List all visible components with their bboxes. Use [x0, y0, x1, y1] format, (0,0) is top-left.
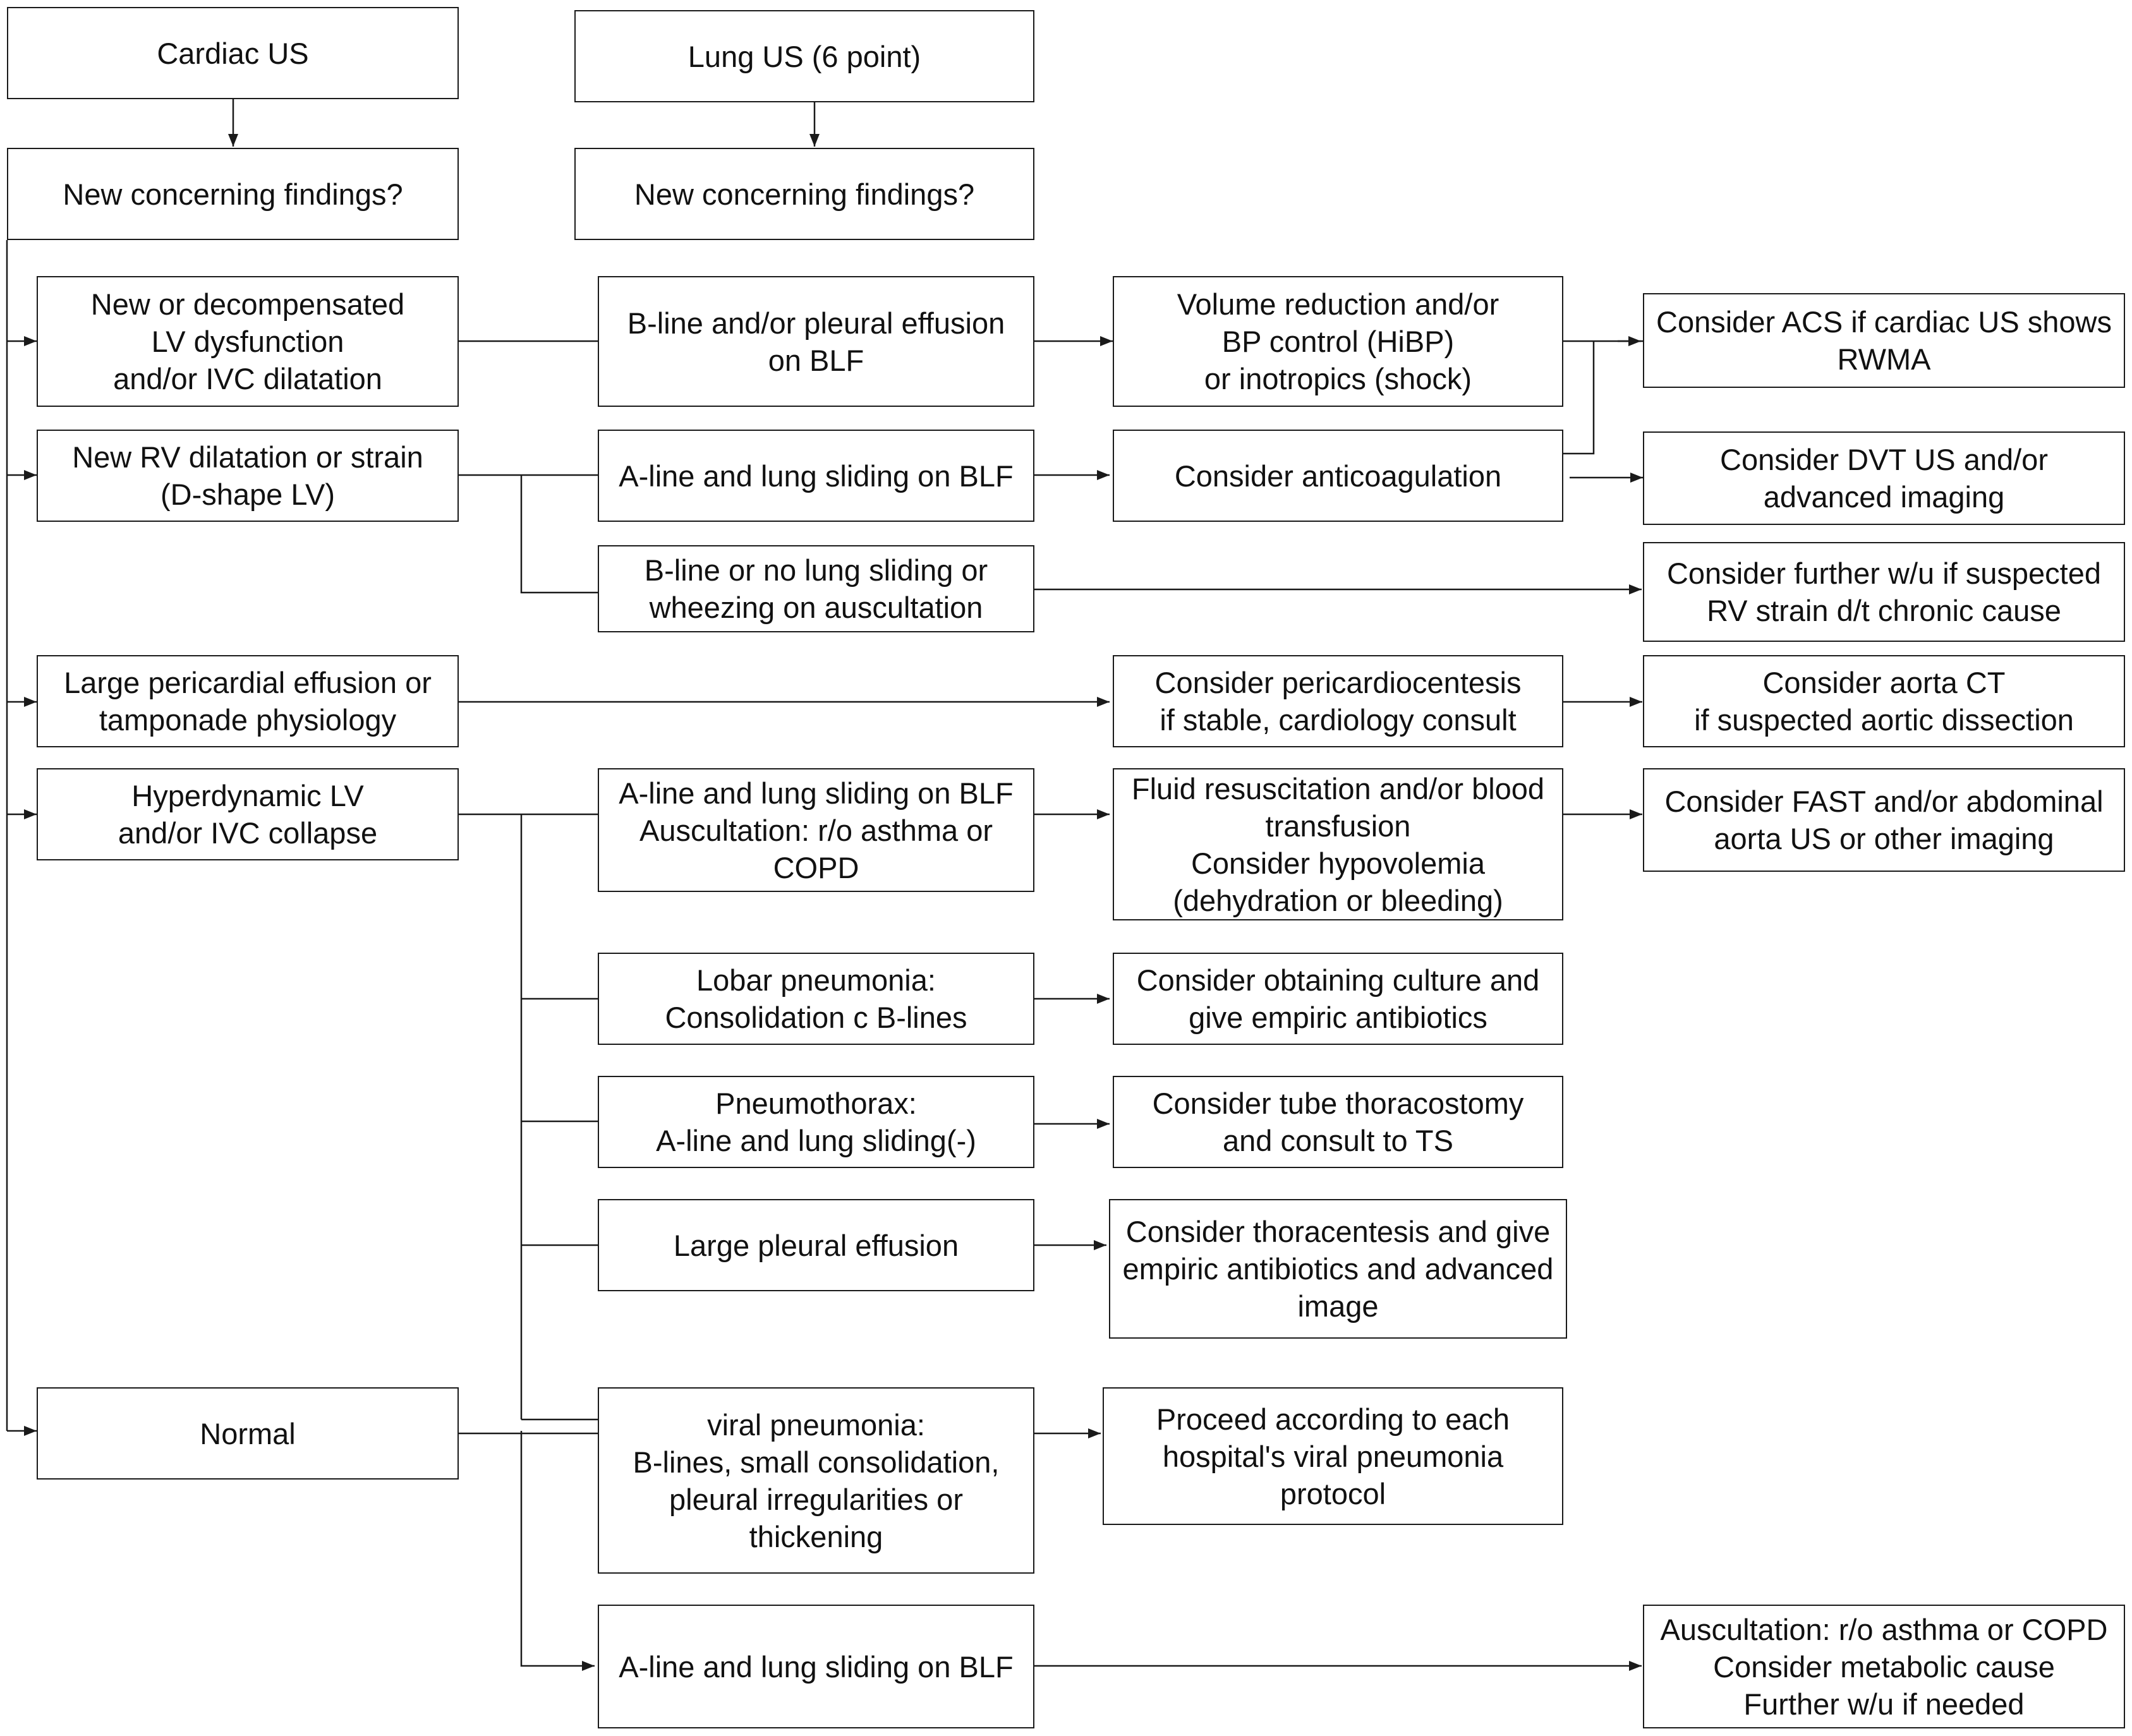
- acs-box: Consider ACS if cardiac US shows RWMA: [1643, 293, 2125, 388]
- edge-normal-to-aline-bottom: [520, 1431, 595, 1671]
- lv-dysfunction-box: New or decompensated LV dysfunction and/…: [37, 276, 459, 407]
- node-label: Normal: [200, 1416, 296, 1450]
- normal-box: Normal: [37, 1387, 459, 1480]
- node-label: B-line or no lung sliding or wheezing on…: [644, 553, 988, 624]
- node-label: New concerning findings?: [63, 177, 403, 211]
- node-label: New or decompensated LV dysfunction and/…: [90, 287, 405, 395]
- node-label: Fluid resuscitation and/or blood transfu…: [1131, 771, 1545, 917]
- viral-protocol-box: Proceed according to each hospital's vir…: [1103, 1387, 1563, 1525]
- bline-no-sliding-box: B-line or no lung sliding or wheezing on…: [598, 545, 1034, 632]
- fluid-resuscitation-box: Fluid resuscitation and/or blood transfu…: [1113, 768, 1563, 920]
- tube-thoracostomy-box: Consider tube thoracostomy and consult t…: [1113, 1076, 1563, 1168]
- culture-antibiotics-box: Consider obtaining culture and give empi…: [1113, 953, 1563, 1045]
- node-label: Large pericardial effusion or tamponade …: [64, 666, 432, 737]
- metabolic-cause-box: Auscultation: r/o asthma or COPD Conside…: [1643, 1605, 2125, 1728]
- dvt-us-box: Consider DVT US and/or advanced imaging: [1643, 431, 2125, 525]
- aorta-ct-box: Consider aorta CT if suspected aortic di…: [1643, 655, 2125, 747]
- pericardiocentesis-box: Consider pericardiocentesis if stable, c…: [1113, 655, 1563, 747]
- aline-sliding-rv-box: A-line and lung sliding on BLF: [598, 430, 1034, 522]
- node-label: New RV dilatation or strain (D-shape LV): [72, 440, 423, 511]
- edge-junction-acs: [1563, 341, 1595, 455]
- node-label: Consider further w/u if suspected RV str…: [1666, 557, 2102, 627]
- pneumothorax-box: Pneumothorax: A-line and lung sliding(-): [598, 1076, 1034, 1168]
- viral-pneumonia-box: viral pneumonia: B-lines, small consolid…: [598, 1387, 1034, 1574]
- cardiac-findings-box: New concerning findings?: [7, 148, 459, 240]
- node-label: Large pleural effusion: [673, 1228, 959, 1262]
- bline-effusion-box: B-line and/or pleural effusion on BLF: [598, 276, 1034, 407]
- lobar-pneumonia-box: Lobar pneumonia: Consolidation c B-lines: [598, 953, 1034, 1045]
- node-label: A-line and lung sliding on BLF: [619, 1649, 1014, 1684]
- anticoagulation-box: Consider anticoagulation: [1113, 430, 1563, 522]
- node-label: Consider FAST and/or abdominal aorta US …: [1664, 785, 2104, 855]
- node-label: Cardiac US: [157, 36, 309, 70]
- volume-reduction-box: Volume reduction and/or BP control (HiBP…: [1113, 276, 1563, 407]
- node-label: Auscultation: r/o asthma or COPD Conside…: [1660, 1612, 2108, 1721]
- edge-rv-branch-down: [520, 475, 598, 594]
- large-pleural-effusion-box: Large pleural effusion: [598, 1199, 1034, 1291]
- node-label: Volume reduction and/or BP control (HiBP…: [1177, 287, 1499, 395]
- node-label: Proceed according to each hospital's vir…: [1156, 1402, 1510, 1510]
- node-label: Consider thoracentesis and give empiric …: [1122, 1215, 1554, 1323]
- thoracentesis-box: Consider thoracentesis and give empiric …: [1109, 1199, 1567, 1339]
- pericardial-effusion-box: Large pericardial effusion or tamponade …: [37, 655, 459, 747]
- rv-dilatation-box: New RV dilatation or strain (D-shape LV): [37, 430, 459, 522]
- node-label: Lung US (6 point): [687, 39, 921, 73]
- lung-us-box: Lung US (6 point): [574, 10, 1034, 102]
- node-label: Consider anticoagulation: [1174, 459, 1502, 493]
- node-label: Lobar pneumonia: Consolidation c B-lines: [665, 963, 967, 1034]
- node-label: Consider obtaining culture and give empi…: [1136, 963, 1540, 1034]
- node-label: Consider aorta CT if suspected aortic di…: [1694, 666, 2074, 737]
- node-label: Hyperdynamic LV and/or IVC collapse: [118, 779, 378, 850]
- node-label: Pneumothorax: A-line and lung sliding(-): [656, 1087, 976, 1157]
- fast-abdominal-box: Consider FAST and/or abdominal aorta US …: [1643, 768, 2125, 872]
- node-label: A-line and lung sliding on BLF Auscultat…: [619, 776, 1014, 884]
- node-label: Consider tube thoracostomy and consult t…: [1152, 1087, 1524, 1157]
- node-label: Consider DVT US and/or advanced imaging: [1720, 443, 2048, 514]
- lung-findings-box: New concerning findings?: [574, 148, 1034, 240]
- node-label: Consider ACS if cardiac US shows RWMA: [1656, 305, 2112, 376]
- node-label: New concerning findings?: [634, 177, 975, 211]
- node-label: Consider pericardiocentesis if stable, c…: [1154, 666, 1522, 737]
- further-wu-rv-box: Consider further w/u if suspected RV str…: [1643, 542, 2125, 642]
- node-label: A-line and lung sliding on BLF: [619, 459, 1014, 493]
- hyperdynamic-lv-box: Hyperdynamic LV and/or IVC collapse: [37, 768, 459, 860]
- node-label: B-line and/or pleural effusion on BLF: [627, 306, 1005, 377]
- aline-auscultation-box: A-line and lung sliding on BLF Auscultat…: [598, 768, 1034, 892]
- aline-sliding-normal-box: A-line and lung sliding on BLF: [598, 1605, 1034, 1728]
- node-label: viral pneumonia: B-lines, small consolid…: [633, 1407, 1000, 1553]
- cardiac-us-box: Cardiac US: [7, 7, 459, 99]
